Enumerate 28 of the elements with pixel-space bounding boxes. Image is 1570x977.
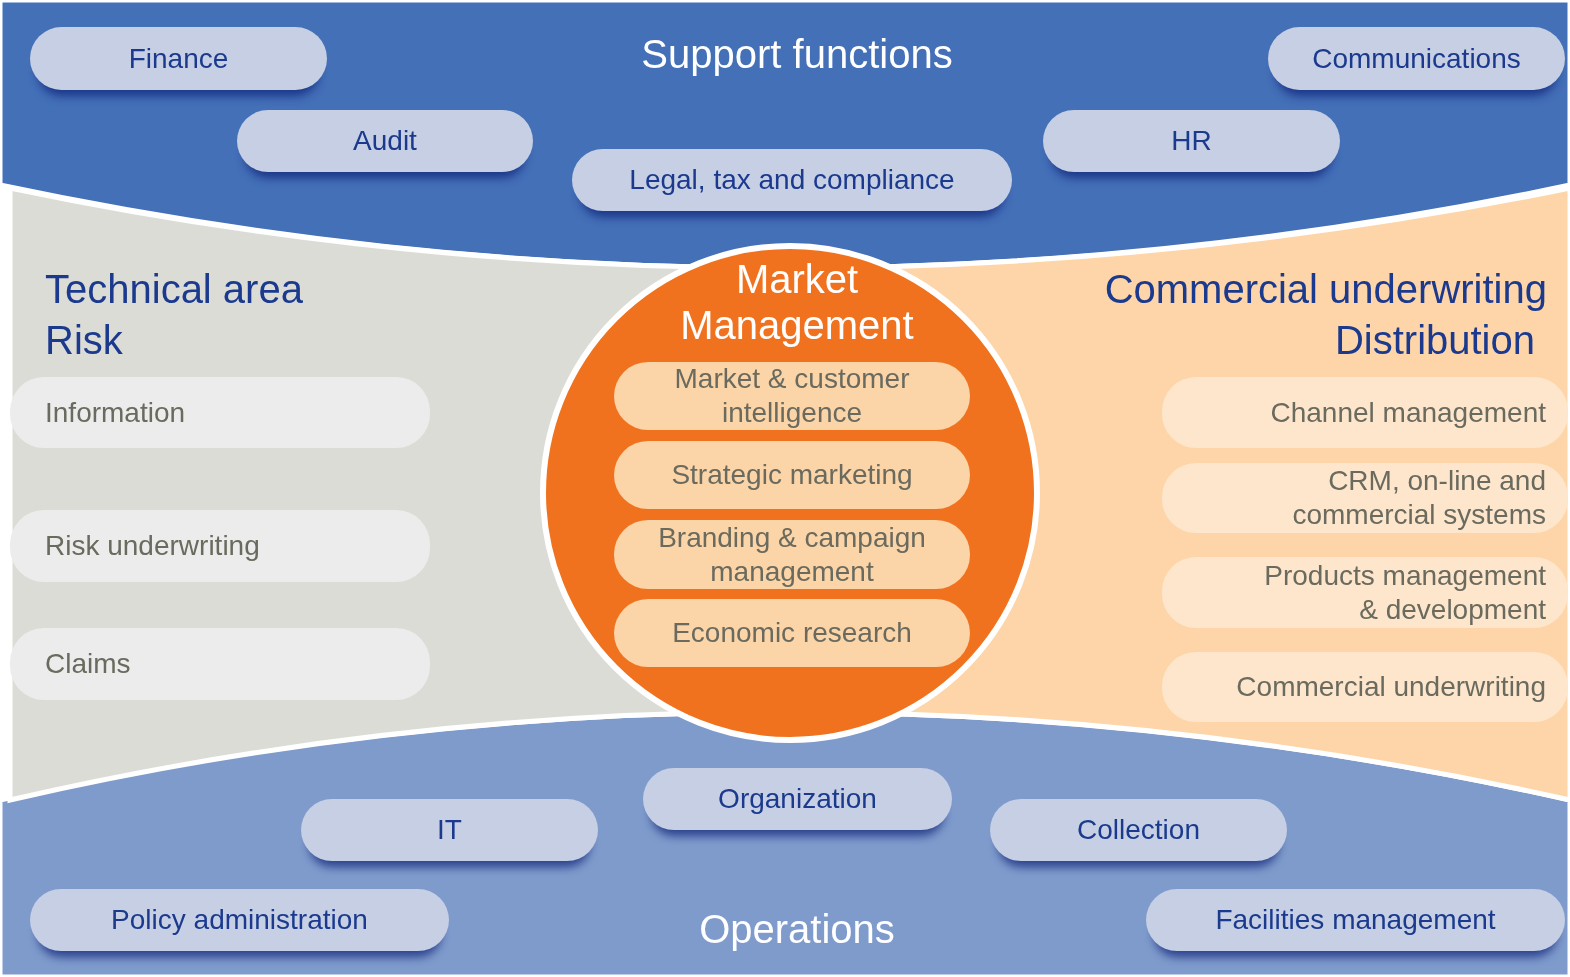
function-pill: HR (1043, 110, 1340, 172)
function-pill: Market & customer intelligence (614, 362, 970, 430)
function-pill: Information (10, 377, 430, 448)
function-pill: Commercial underwriting (1162, 652, 1568, 722)
function-pill: Facilities management (1146, 889, 1565, 951)
function-pill: Communications (1268, 27, 1565, 90)
function-pill: Audit (237, 110, 533, 172)
area-title: Distribution (1334, 317, 1535, 363)
area-title: Technical area (45, 266, 303, 312)
area-title: Risk (45, 317, 123, 363)
function-pill: Finance (30, 27, 327, 90)
function-pill: Products management & development (1162, 557, 1568, 628)
function-pill: Organization (643, 768, 952, 830)
area-title: Market Management (679, 256, 915, 348)
function-pill: Policy administration (30, 889, 449, 951)
function-pill: Channel management (1162, 377, 1568, 448)
function-pill: Branding & campaign management (614, 520, 970, 589)
function-pill: IT (301, 799, 598, 861)
area-title: Commercial underwriting (1104, 266, 1547, 312)
function-pill: CRM, on-line and commercial systems (1162, 463, 1568, 533)
function-pill: Claims (10, 628, 430, 700)
function-pill: Collection (990, 799, 1287, 861)
function-pill: Legal, tax and compliance (572, 149, 1012, 211)
function-pill: Economic research (614, 599, 970, 667)
function-pill: Strategic marketing (614, 441, 970, 509)
area-title: Support functions (641, 31, 953, 77)
function-pill: Risk underwriting (10, 510, 430, 582)
area-title: Operations (699, 906, 895, 952)
